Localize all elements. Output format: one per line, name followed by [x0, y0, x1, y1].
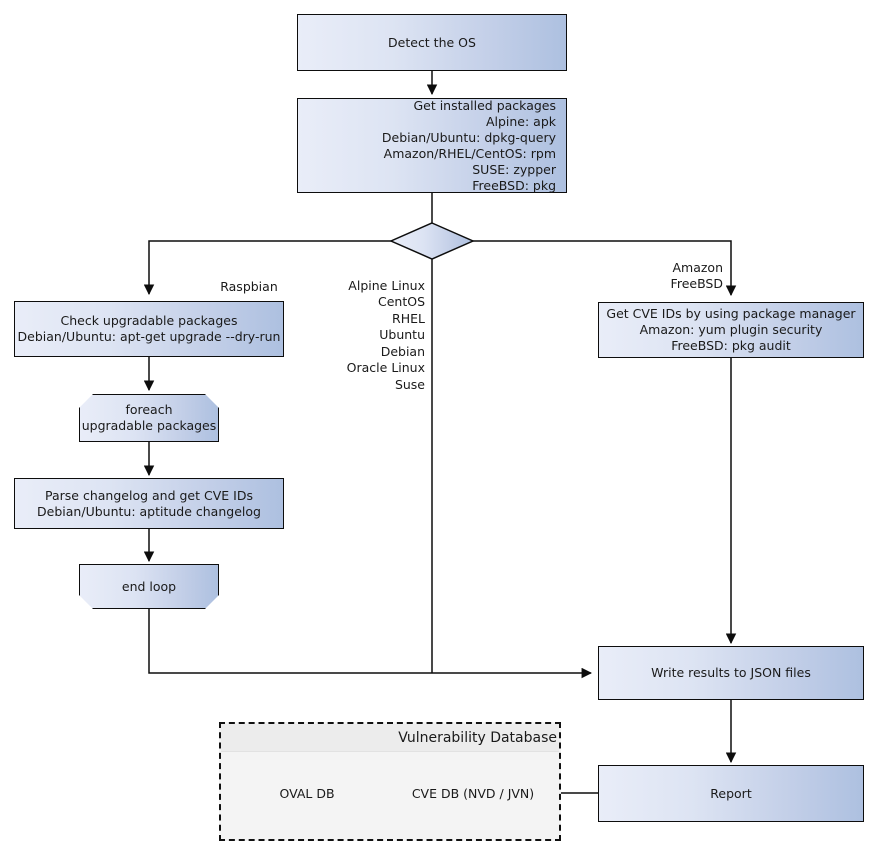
node-foreach-upgradable-packages[interactable]: foreach upgradable packages: [79, 394, 219, 442]
node-write-results-to-json-files[interactable]: Write results to JSON files: [598, 646, 864, 700]
node-check-upgradable-packages[interactable]: Check upgradable packages Debian/Ubuntu:…: [14, 301, 284, 357]
node-report[interactable]: Report: [598, 765, 864, 822]
node-end-loop[interactable]: end loop: [79, 564, 219, 609]
vulnerability-database-title-text: Vulnerability Database: [398, 730, 557, 746]
edge-label-raspbian: Raspbian: [159, 262, 339, 295]
oval-db-label: OVAL DB: [236, 787, 378, 801]
edge-label-raspbian-text: Raspbian: [220, 278, 278, 294]
edge-label-amazon-freebsd-text: Amazon FreeBSD: [670, 259, 723, 292]
node-check-upgradable-packages-label: Check upgradable packages Debian/Ubuntu:…: [17, 313, 281, 344]
oval-db-label-text: OVAL DB: [279, 786, 335, 801]
node-report-label: Report: [710, 785, 752, 801]
cve-db-label: CVE DB (NVD / JVN): [402, 787, 544, 801]
edge-label-amazon-freebsd: Amazon FreeBSD: [601, 243, 723, 293]
vulnerability-database-title: Vulnerability Database: [221, 724, 559, 752]
node-write-results-label: Write results to JSON files: [651, 665, 811, 680]
edge-label-middle-distros-text: Alpine Linux CentOS RHEL Ubuntu Debian O…: [346, 277, 425, 392]
node-detect-the-os-label: Detect the OS: [388, 34, 476, 50]
node-get-installed-packages-label: Get installed packages Alpine: apk Debia…: [381, 97, 556, 193]
node-parse-changelog-label: Parse changelog and get CVE IDs Debian/U…: [37, 487, 261, 519]
vulnerability-database-group: Vulnerability Database: [219, 722, 561, 841]
cve-db-label-text: CVE DB (NVD / JVN): [411, 786, 535, 801]
edge-endloop-to-write: [148, 609, 593, 679]
node-end-loop-label: end loop: [121, 578, 177, 594]
decision-diamond: [389, 222, 475, 260]
node-detect-the-os[interactable]: Detect the OS: [297, 14, 567, 71]
node-parse-changelog[interactable]: Parse changelog and get CVE IDs Debian/U…: [14, 478, 284, 529]
node-get-cve-ids-label: Get CVE IDs by using package manager Ama…: [606, 306, 856, 353]
node-get-installed-packages[interactable]: Get installed packages Alpine: apk Debia…: [297, 98, 567, 193]
node-get-cve-ids[interactable]: Get CVE IDs by using package manager Ama…: [598, 302, 864, 358]
node-foreach-label: foreach upgradable packages: [81, 402, 217, 433]
edge-label-middle-distros: Alpine Linux CentOS RHEL Ubuntu Debian O…: [265, 261, 425, 393]
